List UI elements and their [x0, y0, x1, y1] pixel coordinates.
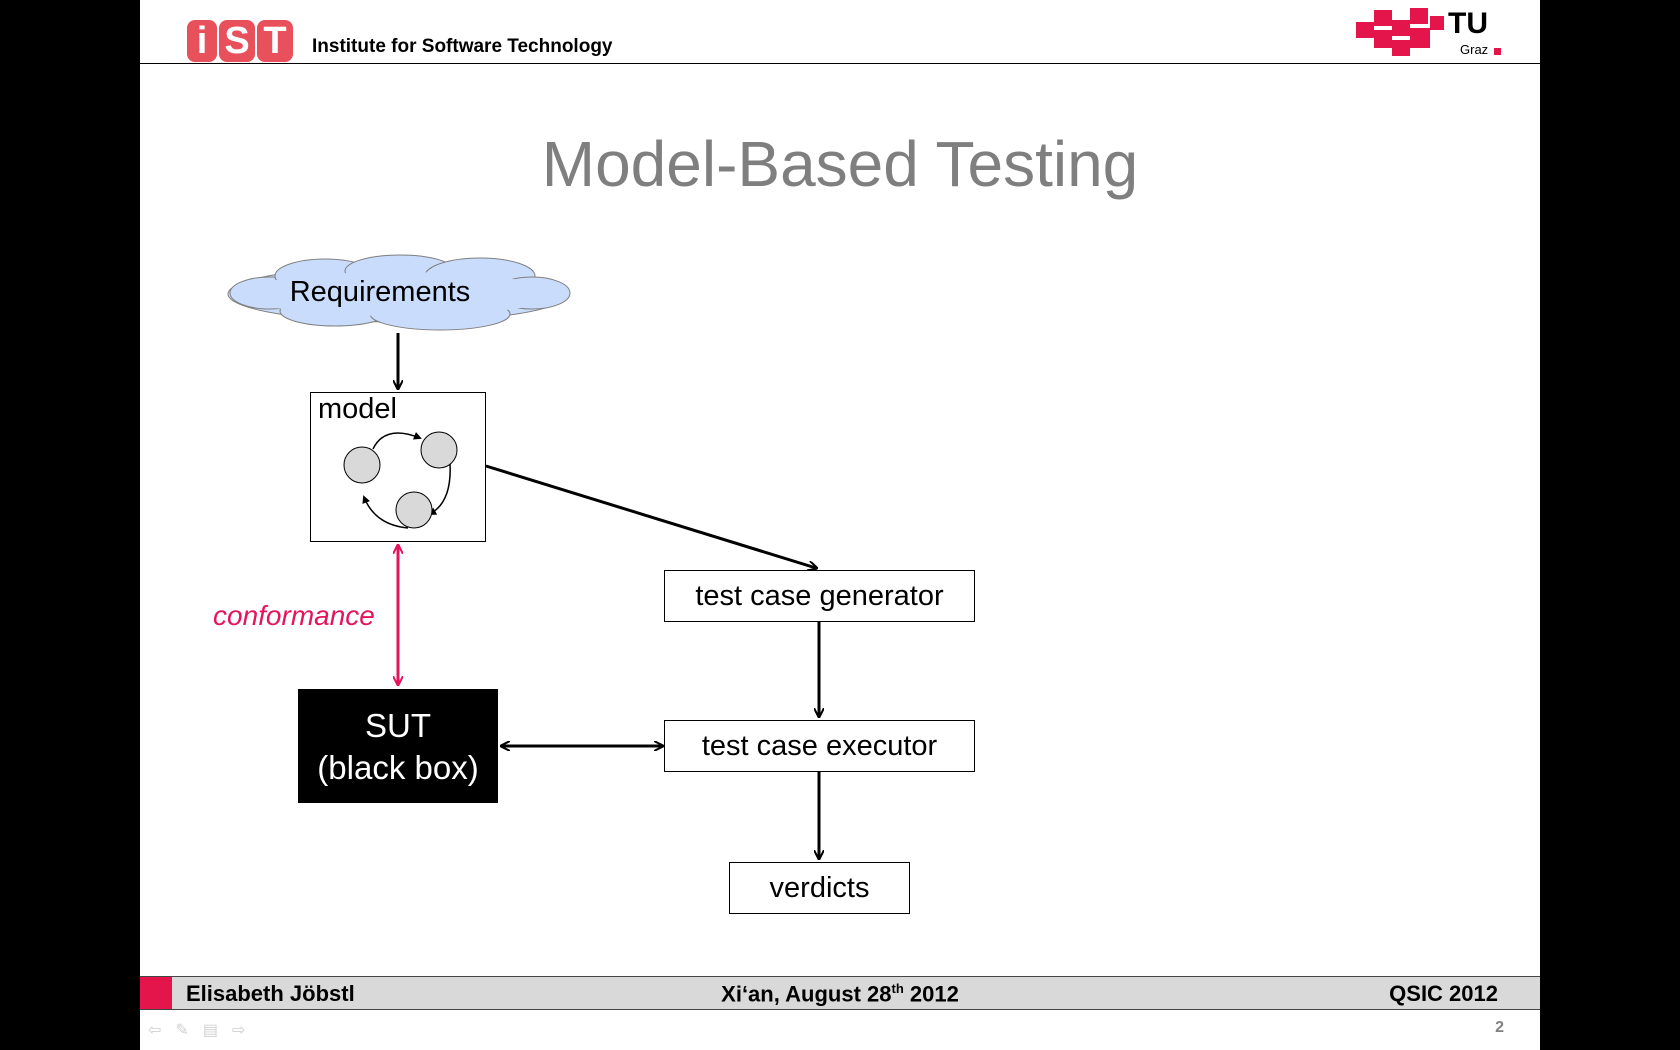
slideshow-controls: ⇦ ✎ ▤ ⇨	[148, 1020, 245, 1040]
slide: i S T Institute for Software Technology …	[140, 0, 1540, 1050]
footer-accent	[140, 977, 172, 1009]
footer-conference: QSIC 2012	[1389, 981, 1498, 1006]
footer-author: Elisabeth Jöbstl	[186, 981, 355, 1006]
sut-box: SUT (black box)	[298, 689, 498, 803]
state-machine-icon	[343, 431, 458, 529]
model-to-generator-arrow	[485, 464, 816, 568]
footer-bar: Elisabeth Jöbstl Xi‘an, August 28th 2012…	[140, 976, 1540, 1010]
back-arrow-icon[interactable]: ⇦	[148, 1022, 162, 1039]
graz-logo-text: Graz	[1460, 42, 1489, 57]
tu-graz-logo: TU Graz	[1356, 7, 1501, 60]
page-number: 2	[1495, 1019, 1504, 1036]
verdicts-box: verdicts	[729, 862, 910, 914]
pen-icon[interactable]: ✎	[175, 1022, 189, 1039]
ist-logo: i S T	[187, 20, 295, 62]
ist-logo-letter: S	[219, 20, 255, 62]
institute-name: Institute for Software Technology	[312, 36, 613, 57]
footer-place-suffix: 2012	[903, 981, 959, 1007]
tu-logo-text: TU	[1448, 7, 1488, 40]
ist-logo-letter: i	[187, 20, 217, 62]
tu-graz-logo-mark	[1356, 8, 1444, 56]
footer-place-sup: th	[891, 981, 904, 996]
conformance-label: conformance	[213, 600, 375, 631]
test-case-generator-box: test case generator	[664, 570, 975, 622]
forward-arrow-icon[interactable]: ⇨	[231, 1022, 246, 1039]
footer-place-date: Xi‘an, August 28th 2012	[140, 981, 1540, 1007]
requirements-label: Requirements	[289, 276, 471, 308]
footer-place-prefix: Xi‘an, August 28	[721, 981, 892, 1007]
ist-logo-letter: T	[257, 20, 293, 62]
menu-icon[interactable]: ▤	[202, 1022, 218, 1039]
logo-square-icon	[1494, 48, 1501, 55]
requirements-cloud-shape	[227, 254, 571, 331]
test-case-executor-box: test case executor	[664, 720, 975, 772]
diagram-connectors	[227, 254, 1540, 1050]
slide-title: Model-Based Testing	[541, 128, 1139, 200]
sut-title: SUT	[365, 707, 431, 744]
sut-subtitle: (black box)	[317, 749, 479, 786]
header-divider	[140, 63, 1540, 64]
model-label: model	[318, 393, 397, 425]
